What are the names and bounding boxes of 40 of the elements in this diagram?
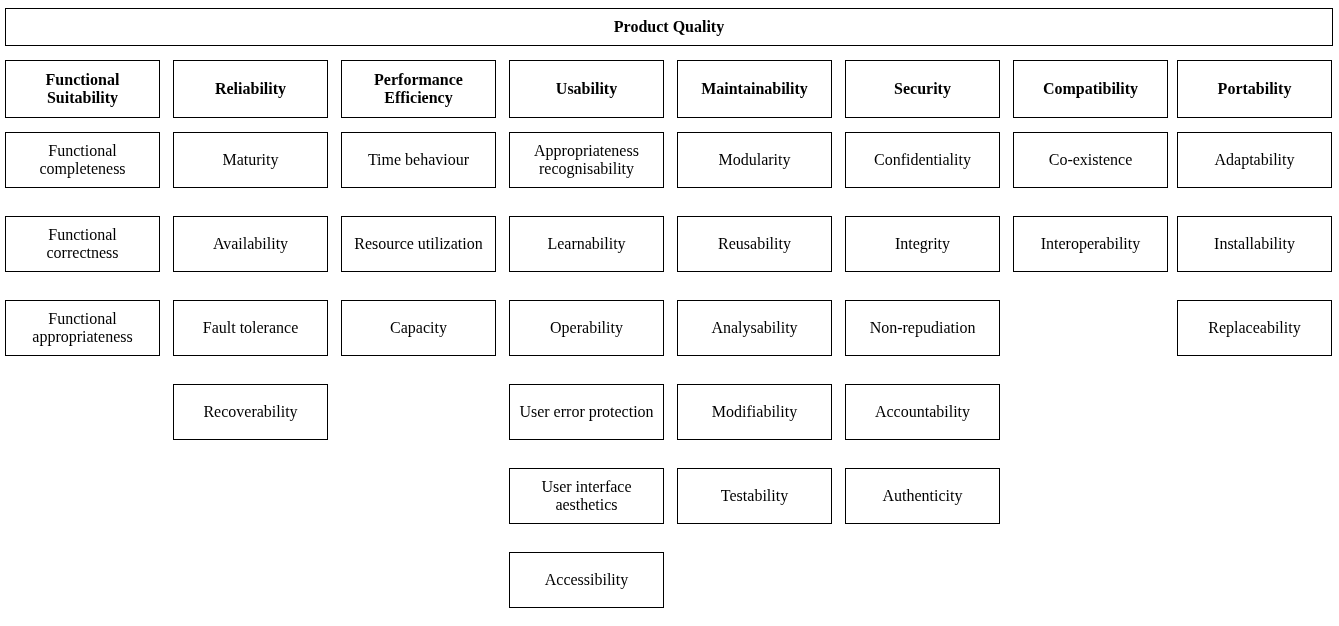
category-box: Usability: [509, 60, 664, 118]
characteristic-box: Modifiability: [677, 384, 832, 440]
characteristic-box: Functional appropriateness: [5, 300, 160, 356]
category-box: Compatibility: [1013, 60, 1168, 118]
characteristic-box: Capacity: [341, 300, 496, 356]
characteristic-box: Accessibility: [509, 552, 664, 608]
characteristic-box: Authenticity: [845, 468, 1000, 524]
characteristic-box: Installability: [1177, 216, 1332, 272]
characteristic-box: Reusability: [677, 216, 832, 272]
characteristic-box: User error protection: [509, 384, 664, 440]
characteristic-box: Co-existence: [1013, 132, 1168, 188]
title-box: Product Quality: [5, 8, 1333, 46]
characteristic-box: Adaptability: [1177, 132, 1332, 188]
characteristic-box: Analysability: [677, 300, 832, 356]
characteristic-box: Appropriateness recognisability: [509, 132, 664, 188]
characteristic-box: Operability: [509, 300, 664, 356]
characteristic-box: Confidentiality: [845, 132, 1000, 188]
characteristic-box: Fault tolerance: [173, 300, 328, 356]
characteristic-box: Availability: [173, 216, 328, 272]
characteristic-box: Recoverability: [173, 384, 328, 440]
category-box: Functional Suitability: [5, 60, 160, 118]
category-box: Maintainability: [677, 60, 832, 118]
characteristic-box: Functional completeness: [5, 132, 160, 188]
characteristic-box: Integrity: [845, 216, 1000, 272]
category-box: Reliability: [173, 60, 328, 118]
characteristic-box: Interoperability: [1013, 216, 1168, 272]
characteristic-box: Maturity: [173, 132, 328, 188]
characteristic-box: Modularity: [677, 132, 832, 188]
characteristic-box: Non-repudiation: [845, 300, 1000, 356]
characteristic-box: Learnability: [509, 216, 664, 272]
characteristic-box: Resource utilization: [341, 216, 496, 272]
characteristic-box: Testability: [677, 468, 832, 524]
category-box: Portability: [1177, 60, 1332, 118]
characteristic-box: Functional correctness: [5, 216, 160, 272]
characteristic-box: Replaceability: [1177, 300, 1332, 356]
category-box: Security: [845, 60, 1000, 118]
characteristic-box: User interface aesthetics: [509, 468, 664, 524]
category-box: Performance Efficiency: [341, 60, 496, 118]
characteristic-box: Time behaviour: [341, 132, 496, 188]
characteristic-box: Accountability: [845, 384, 1000, 440]
